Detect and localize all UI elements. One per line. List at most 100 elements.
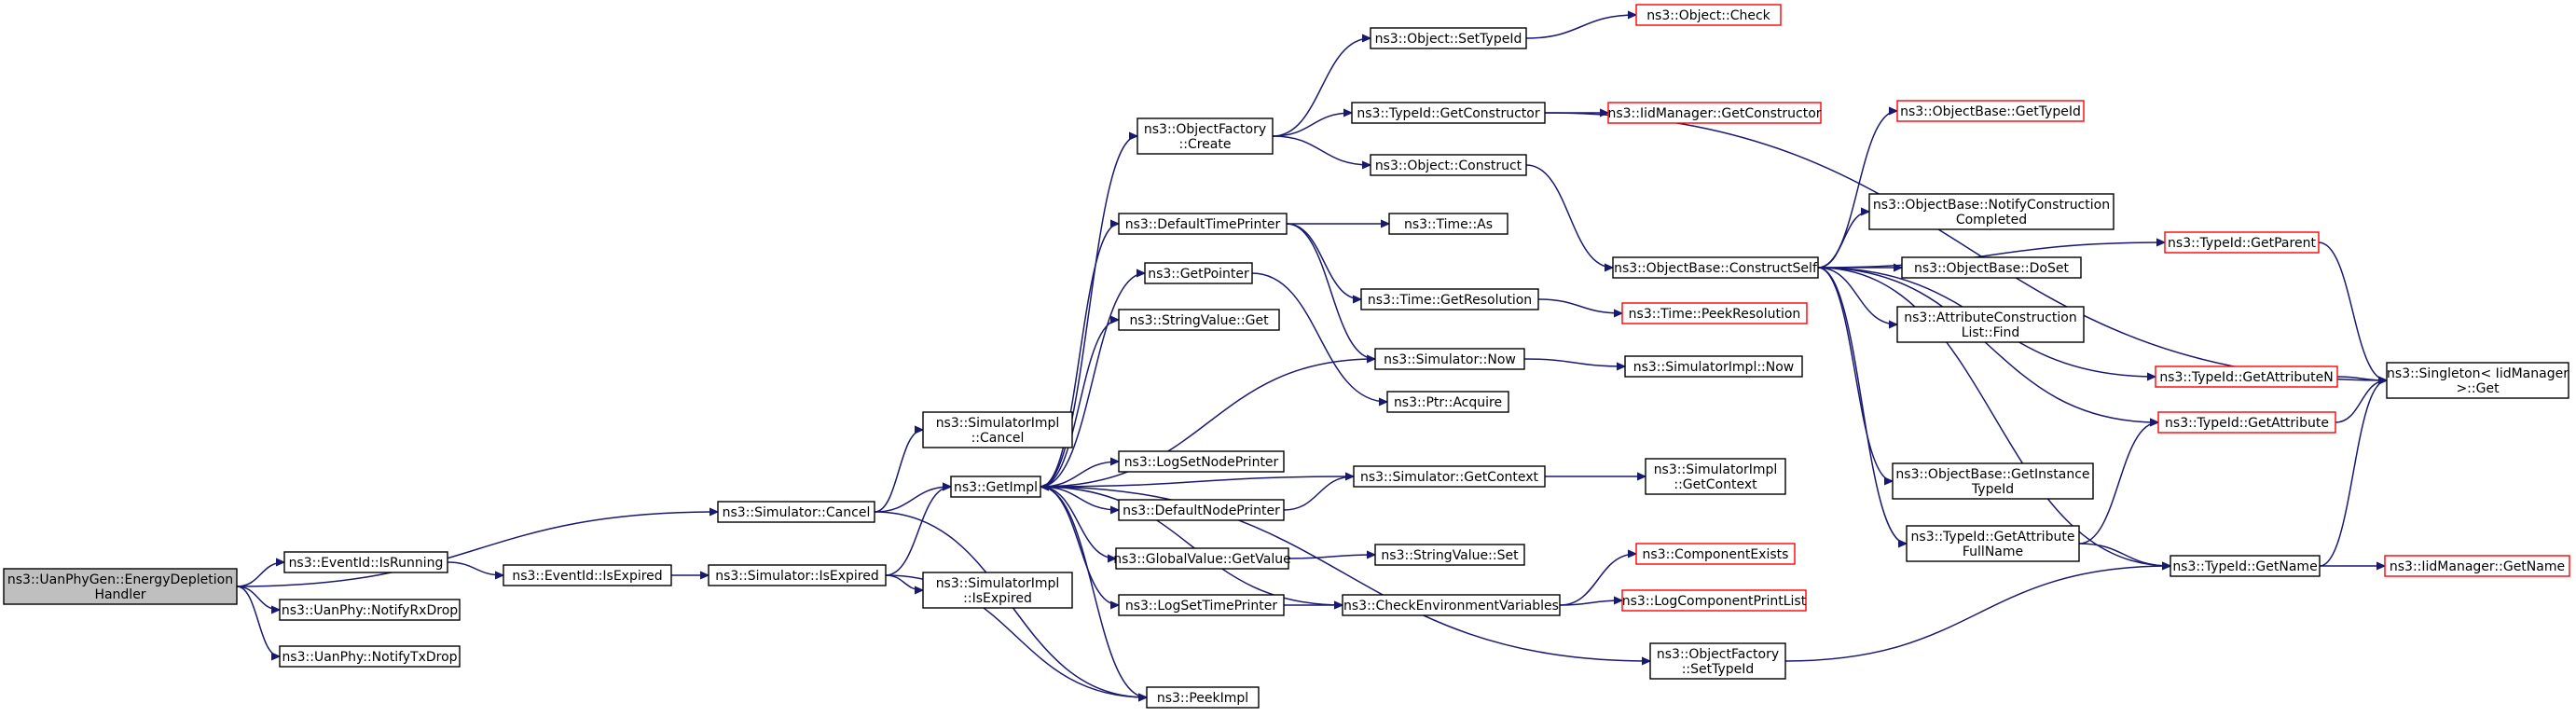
node-box[interactable]: [1370, 27, 1527, 49]
node-default_node_printer[interactable]: ns3::DefaultNodePrinter: [1118, 499, 1285, 521]
node-box[interactable]: [1146, 686, 1260, 709]
node-box[interactable]: [1351, 102, 1546, 124]
node-box[interactable]: [1118, 213, 1288, 235]
node-box[interactable]: [1115, 547, 1289, 570]
node-box[interactable]: [1624, 355, 1803, 378]
node-check_env[interactable]: ns3::CheckEnvironmentVariables: [1342, 594, 1561, 616]
node-getimpl[interactable]: ns3::GetImpl: [950, 476, 1041, 498]
node-box[interactable]: [279, 599, 461, 621]
node-sim_isexpired[interactable]: ns3::Simulator::IsExpired: [708, 564, 887, 586]
node-box[interactable]: [1612, 256, 1819, 279]
node-box[interactable]: [950, 476, 1041, 498]
node-default_time_printer[interactable]: ns3::DefaultTimePrinter: [1118, 213, 1288, 235]
node-box[interactable]: [1353, 465, 1546, 488]
node-object_construct[interactable]: ns3::Object::Construct: [1370, 154, 1527, 176]
node-box[interactable]: [1118, 594, 1285, 616]
node-box[interactable]: [1388, 213, 1508, 235]
node-box[interactable]: [1342, 594, 1561, 616]
node-simulator_getcontext[interactable]: ns3::Simulator::GetContext: [1353, 465, 1546, 488]
node-box[interactable]: [1386, 391, 1509, 413]
node-time_getresolution[interactable]: ns3::Time::GetResolution: [1360, 288, 1539, 310]
node-lognodeprinter[interactable]: ns3::LogSetNodePrinter: [1118, 450, 1285, 473]
node-typeid_getconstructor[interactable]: ns3::TypeId::GetConstructor: [1351, 102, 1546, 124]
node-time_peekresolution[interactable]: ns3::Time::PeekResolution: [1621, 302, 1808, 324]
node-time_as[interactable]: ns3::Time::As: [1388, 213, 1508, 235]
node-eventid_isrunning[interactable]: ns3::EventId::IsRunning: [283, 551, 448, 573]
node-box[interactable]: [1118, 499, 1285, 521]
node-sim_cancel[interactable]: ns3::Simulator::Cancel: [717, 501, 875, 523]
node-box[interactable]: [503, 564, 672, 586]
node-objectbase_doset[interactable]: ns3::ObjectBase::DoSet: [1901, 256, 2082, 279]
node-simimpl_isexpired[interactable]: ns3::SimulatorImpl::IsExpired: [922, 572, 1073, 609]
node-box[interactable]: [1892, 462, 2094, 500]
node-box[interactable]: [1374, 348, 1525, 370]
node-box[interactable]: [3, 568, 238, 605]
node-box[interactable]: [2155, 365, 2338, 388]
node-box[interactable]: [1868, 193, 2115, 230]
node-peekimpl[interactable]: ns3::PeekImpl: [1146, 686, 1260, 709]
node-typeid_getattribute[interactable]: ns3::TypeId::GetAttribute: [2157, 411, 2336, 434]
node-logsettimeprinter[interactable]: ns3::LogSetTimePrinter: [1118, 594, 1285, 616]
node-box[interactable]: [717, 501, 875, 523]
node-iidmanager_getname[interactable]: ns3::IidManager::GetName: [2384, 555, 2570, 577]
node-box[interactable]: [1360, 288, 1539, 310]
node-box[interactable]: [2386, 362, 2569, 399]
node-box[interactable]: [1136, 117, 1274, 155]
node-box[interactable]: [1896, 306, 2085, 343]
node-logcomponentprintlist[interactable]: ns3::LogComponentPrintList: [1621, 589, 1807, 612]
node-object_settypeid[interactable]: ns3::Object::SetTypeId: [1370, 27, 1527, 49]
node-componentexists[interactable]: ns3::ComponentExists: [1635, 543, 1796, 565]
node-box[interactable]: [1621, 302, 1808, 324]
node-box[interactable]: [2170, 555, 2321, 577]
node-box[interactable]: [1906, 525, 2080, 562]
node-box[interactable]: [1901, 256, 2082, 279]
node-box[interactable]: [708, 564, 887, 586]
node-stringvalue_get[interactable]: ns3::StringValue::Get: [1118, 309, 1280, 331]
node-box[interactable]: [279, 645, 461, 668]
node-objectbase_notify[interactable]: ns3::ObjectBase::NotifyConstructionCompl…: [1868, 193, 2115, 230]
node-box[interactable]: [922, 411, 1073, 448]
node-objfactory_settypeid[interactable]: ns3::ObjectFactory::SetTypeId: [1649, 642, 1786, 680]
node-box[interactable]: [1635, 543, 1796, 565]
node-globalvalue_getvalue[interactable]: ns3::GlobalValue::GetValue: [1113, 547, 1291, 570]
node-getpointer[interactable]: ns3::GetPointer: [1144, 262, 1253, 284]
node-simimpl_cancel[interactable]: ns3::SimulatorImpl::Cancel: [922, 411, 1073, 448]
node-simimpl_now[interactable]: ns3::SimulatorImpl::Now: [1624, 355, 1803, 378]
node-box[interactable]: [1374, 544, 1525, 566]
node-objectbase_gettypeid[interactable]: ns3::ObjectBase::GetTypeId: [1896, 100, 2085, 122]
node-notify_tx[interactable]: ns3::UanPhy::NotifyTxDrop: [279, 645, 461, 668]
node-box[interactable]: [922, 572, 1073, 609]
node-simimpl_getcontext[interactable]: ns3::SimulatorImpl::GetContext: [1645, 458, 1786, 495]
node-ptr_acquire[interactable]: ns3::Ptr::Acquire: [1386, 391, 1509, 413]
node-object_check[interactable]: ns3::Object::Check: [1635, 4, 1782, 26]
node-typeid_getattributen[interactable]: ns3::TypeId::GetAttributeN: [2155, 365, 2338, 388]
node-simulator_now[interactable]: ns3::Simulator::Now: [1374, 348, 1525, 370]
node-objectbase_constructself[interactable]: ns3::ObjectBase::ConstructSelf: [1612, 256, 1819, 279]
node-box[interactable]: [1118, 450, 1285, 473]
node-box[interactable]: [1118, 309, 1280, 331]
node-box[interactable]: [1621, 589, 1807, 612]
node-typeid_getparent[interactable]: ns3::TypeId::GetParent: [2164, 231, 2320, 254]
node-box[interactable]: [2157, 411, 2336, 434]
node-singleton_get[interactable]: ns3::Singleton< IidManager >::Get: [2386, 362, 2569, 399]
node-objfactory_create[interactable]: ns3::ObjectFactory::Create: [1136, 117, 1274, 155]
node-box[interactable]: [2384, 555, 2570, 577]
node-iidmanager_getconstructor[interactable]: ns3::IidManager::GetConstructor: [1607, 102, 1822, 124]
node-box[interactable]: [1144, 262, 1253, 284]
node-box[interactable]: [1896, 100, 2085, 122]
node-stringvalue_set[interactable]: ns3::StringValue::Set: [1374, 544, 1525, 566]
node-notify_rx[interactable]: ns3::UanPhy::NotifyRxDrop: [279, 599, 461, 621]
node-box[interactable]: [1645, 458, 1786, 495]
node-box[interactable]: [1649, 642, 1786, 680]
node-eventid_isexpired[interactable]: ns3::EventId::IsExpired: [503, 564, 672, 586]
node-box[interactable]: [2164, 231, 2320, 254]
node-box[interactable]: [1370, 154, 1527, 176]
node-box[interactable]: [1607, 102, 1822, 124]
node-box[interactable]: [1635, 4, 1782, 26]
node-box[interactable]: [283, 551, 448, 573]
node-typeid_getname[interactable]: ns3::TypeId::GetName: [2170, 555, 2321, 577]
